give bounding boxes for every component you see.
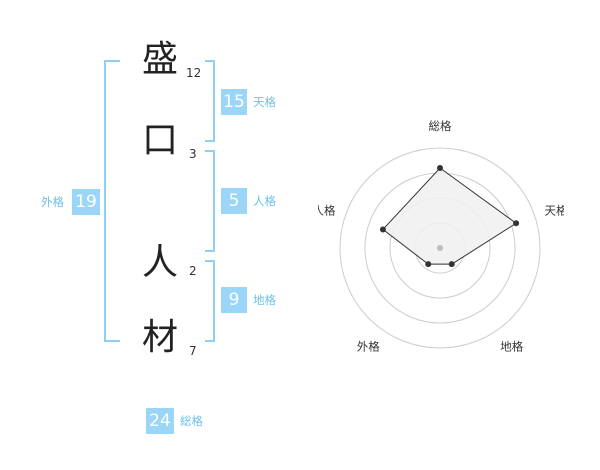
radar-point-2 — [513, 220, 520, 227]
stroke-count-3: 2 — [189, 264, 197, 278]
gaikaku-label: 外格 — [41, 195, 64, 209]
radar-axis-label: 総格 — [429, 119, 452, 133]
soukaku-label: 総格 — [180, 414, 203, 428]
radar-center-dot — [437, 245, 443, 251]
gaikaku-score: 19 — [72, 189, 100, 215]
jinkaku-score: 5 — [221, 188, 247, 214]
stroke-count-4: 7 — [189, 344, 197, 358]
radar-point-4 — [425, 261, 432, 268]
radar-ring — [339, 147, 541, 349]
chikaku-bracket — [205, 260, 215, 342]
radar-point-3 — [448, 261, 455, 268]
tenkaku-label: 天格 — [253, 95, 276, 109]
stroke-count-1: 12 — [186, 66, 202, 80]
radar-point-5 — [379, 226, 386, 233]
tenkaku-score: 15 — [221, 89, 247, 115]
radar-axis-label: 地格 — [500, 340, 523, 354]
jinkaku-label: 人格 — [253, 194, 276, 208]
radar-axis-label: 外格 — [357, 340, 380, 354]
radar-axis-label: 人格 — [318, 203, 336, 217]
radar-series-polygon — [382, 167, 517, 265]
gaikaku-bracket — [104, 60, 120, 342]
chikaku-label: 地格 — [253, 293, 276, 307]
soukaku-score: 24 — [146, 408, 174, 434]
name-char-3: 人 — [141, 242, 178, 283]
name-char-2: 口 — [141, 120, 178, 161]
tenkaku-bracket — [205, 60, 215, 142]
radar-axis-label: 天格 — [545, 203, 564, 217]
name-char-1: 盛 — [141, 39, 178, 80]
jinkaku-bracket — [205, 150, 215, 252]
name-char-4: 材 — [141, 317, 178, 358]
stroke-count-2: 3 — [189, 147, 197, 161]
chikaku-score: 9 — [221, 287, 247, 313]
radar-point-1 — [437, 165, 443, 171]
